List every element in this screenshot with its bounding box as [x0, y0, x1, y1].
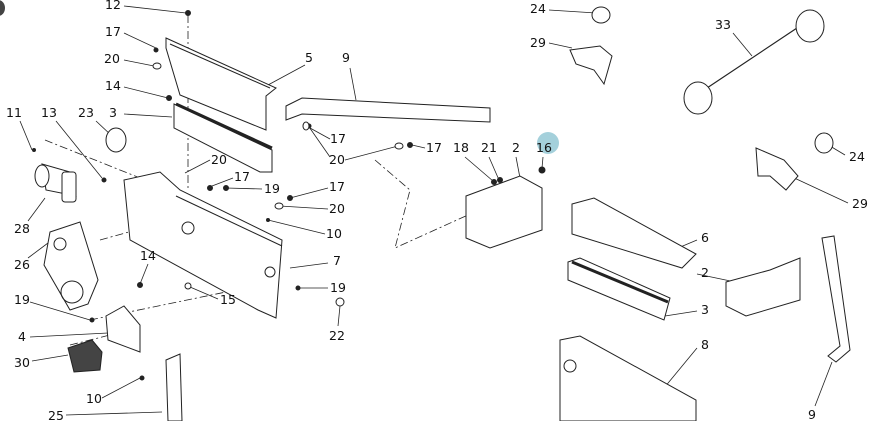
callout-20[interactable]: 20	[211, 151, 227, 167]
callout-5[interactable]: 5	[305, 49, 313, 65]
callout-16[interactable]: 16	[536, 139, 552, 155]
callout-7[interactable]: 7	[333, 252, 341, 268]
callout-26[interactable]: 26	[14, 256, 30, 272]
callout-24[interactable]: 24	[530, 0, 546, 16]
callout-18[interactable]: 18	[453, 139, 469, 155]
callout-9[interactable]: 9	[808, 406, 816, 422]
callout-10[interactable]: 10	[326, 225, 342, 241]
window-edge-button	[0, 0, 5, 16]
part-2-housing	[465, 175, 543, 249]
callout-17[interactable]: 17	[329, 178, 345, 194]
part-28-tube	[34, 163, 77, 203]
callout-19[interactable]: 19	[264, 180, 280, 196]
callout-15[interactable]: 15	[220, 291, 236, 307]
callout-3[interactable]: 3	[109, 104, 117, 120]
part-29-mount-top	[569, 45, 613, 86]
callout-2[interactable]: 2	[512, 139, 520, 155]
callout-33[interactable]: 33	[715, 16, 731, 32]
part-25-post	[165, 353, 183, 421]
part-5-cover	[165, 37, 277, 131]
part-6-cover	[571, 197, 697, 269]
part-3-channel-right	[567, 257, 671, 321]
callout-17[interactable]: 17	[234, 168, 250, 184]
hardware	[32, 10, 546, 381]
callout-24[interactable]: 24	[849, 148, 865, 164]
part-2-bracket-right	[725, 257, 801, 317]
callout-19[interactable]: 19	[14, 291, 30, 307]
part-24-plug-top	[591, 6, 611, 24]
callout-23[interactable]: 23	[78, 104, 94, 120]
callout-29[interactable]: 29	[852, 195, 868, 211]
callout-20[interactable]: 20	[329, 151, 345, 167]
callout-17[interactable]: 17	[426, 139, 442, 155]
callout-21[interactable]: 21	[481, 139, 497, 155]
part-29-mount-right	[755, 147, 799, 191]
callout-4[interactable]: 4	[18, 328, 26, 344]
callout-20[interactable]: 20	[329, 200, 345, 216]
part-33-knob-b	[795, 9, 825, 43]
callout-17[interactable]: 17	[105, 23, 121, 39]
callout-9[interactable]: 9	[342, 49, 350, 65]
callout-13[interactable]: 13	[41, 104, 57, 120]
callout-17[interactable]: 17	[330, 130, 346, 146]
callout-30[interactable]: 30	[14, 354, 30, 370]
part-9-bar-right	[821, 235, 851, 363]
part-7-frame	[123, 171, 283, 319]
callout-19[interactable]: 19	[330, 279, 346, 295]
callout-10[interactable]: 10	[86, 390, 102, 406]
part-33-knob-a	[683, 81, 713, 115]
part-23-plug	[105, 127, 127, 153]
part-24-plug-right	[814, 132, 834, 154]
callout-29[interactable]: 29	[530, 34, 546, 50]
part-9-bar	[285, 97, 491, 123]
leader-lines	[19, 5, 849, 416]
part-3-channel	[173, 103, 273, 173]
cursor-indicator	[537, 132, 559, 154]
callout-22[interactable]: 22	[329, 327, 345, 343]
callout-12[interactable]: 12	[105, 0, 121, 12]
callout-2[interactable]: 2	[701, 264, 709, 280]
callout-28[interactable]: 28	[14, 220, 30, 236]
callout-3[interactable]: 3	[701, 301, 709, 317]
part-26-guard	[43, 221, 99, 311]
part-8-frame	[559, 335, 697, 421]
callout-11[interactable]: 11	[6, 104, 22, 120]
callout-25[interactable]: 25	[48, 407, 64, 423]
part-4-bracket	[105, 305, 141, 353]
callout-14[interactable]: 14	[105, 77, 121, 93]
callout-20[interactable]: 20	[104, 50, 120, 66]
callout-8[interactable]: 8	[701, 336, 709, 352]
callout-6[interactable]: 6	[701, 229, 709, 245]
part-30-block	[67, 339, 103, 373]
callout-14[interactable]: 14	[140, 247, 156, 263]
